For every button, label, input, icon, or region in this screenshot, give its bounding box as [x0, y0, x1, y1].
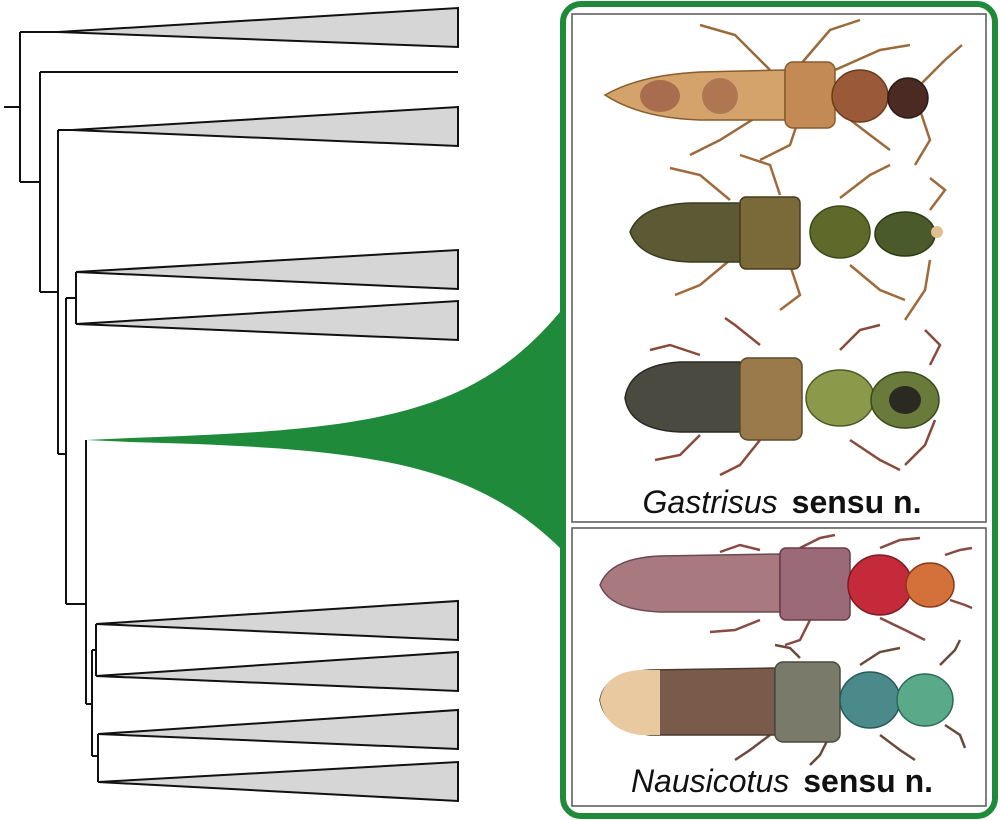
collapsed-clade-8	[97, 760, 459, 803]
gastrisus-genus-label: Gastrisus	[642, 484, 778, 520]
collapsed-clade-3	[75, 248, 459, 291]
phylogenetic-tree	[4, 31, 458, 782]
beetle-specimen-dark-olive	[624, 316, 942, 477]
nausicotus-caption: Nausicotus sensu n.	[572, 763, 992, 800]
collapsed-clade-7	[97, 708, 459, 751]
collapsed-clade-6	[95, 650, 459, 693]
beetle-specimen-reddish	[599, 533, 973, 647]
collapsed-clade-1	[57, 6, 459, 49]
collapsed-clade-4	[75, 299, 459, 342]
beetle-specimen-green-head	[599, 639, 967, 766]
nausicotus-suffix-label: sensu n.	[803, 763, 934, 799]
beetle-specimen-orange	[603, 18, 963, 166]
gastrisus-caption: Gastrisus sensu n.	[572, 484, 992, 521]
collapsed-clades	[57, 6, 459, 803]
caption-layer: Gastrisus sensu n. Nausicotus sensu n.	[572, 0, 992, 820]
nausicotus-genus-label: Nausicotus	[630, 763, 790, 799]
highlighted-clade-wedge	[86, 312, 560, 548]
collapsed-clade-2	[71, 105, 459, 148]
collapsed-clade-5	[95, 599, 459, 642]
beetle-specimen-olive	[629, 153, 947, 321]
gastrisus-suffix-label: sensu n.	[791, 484, 922, 520]
